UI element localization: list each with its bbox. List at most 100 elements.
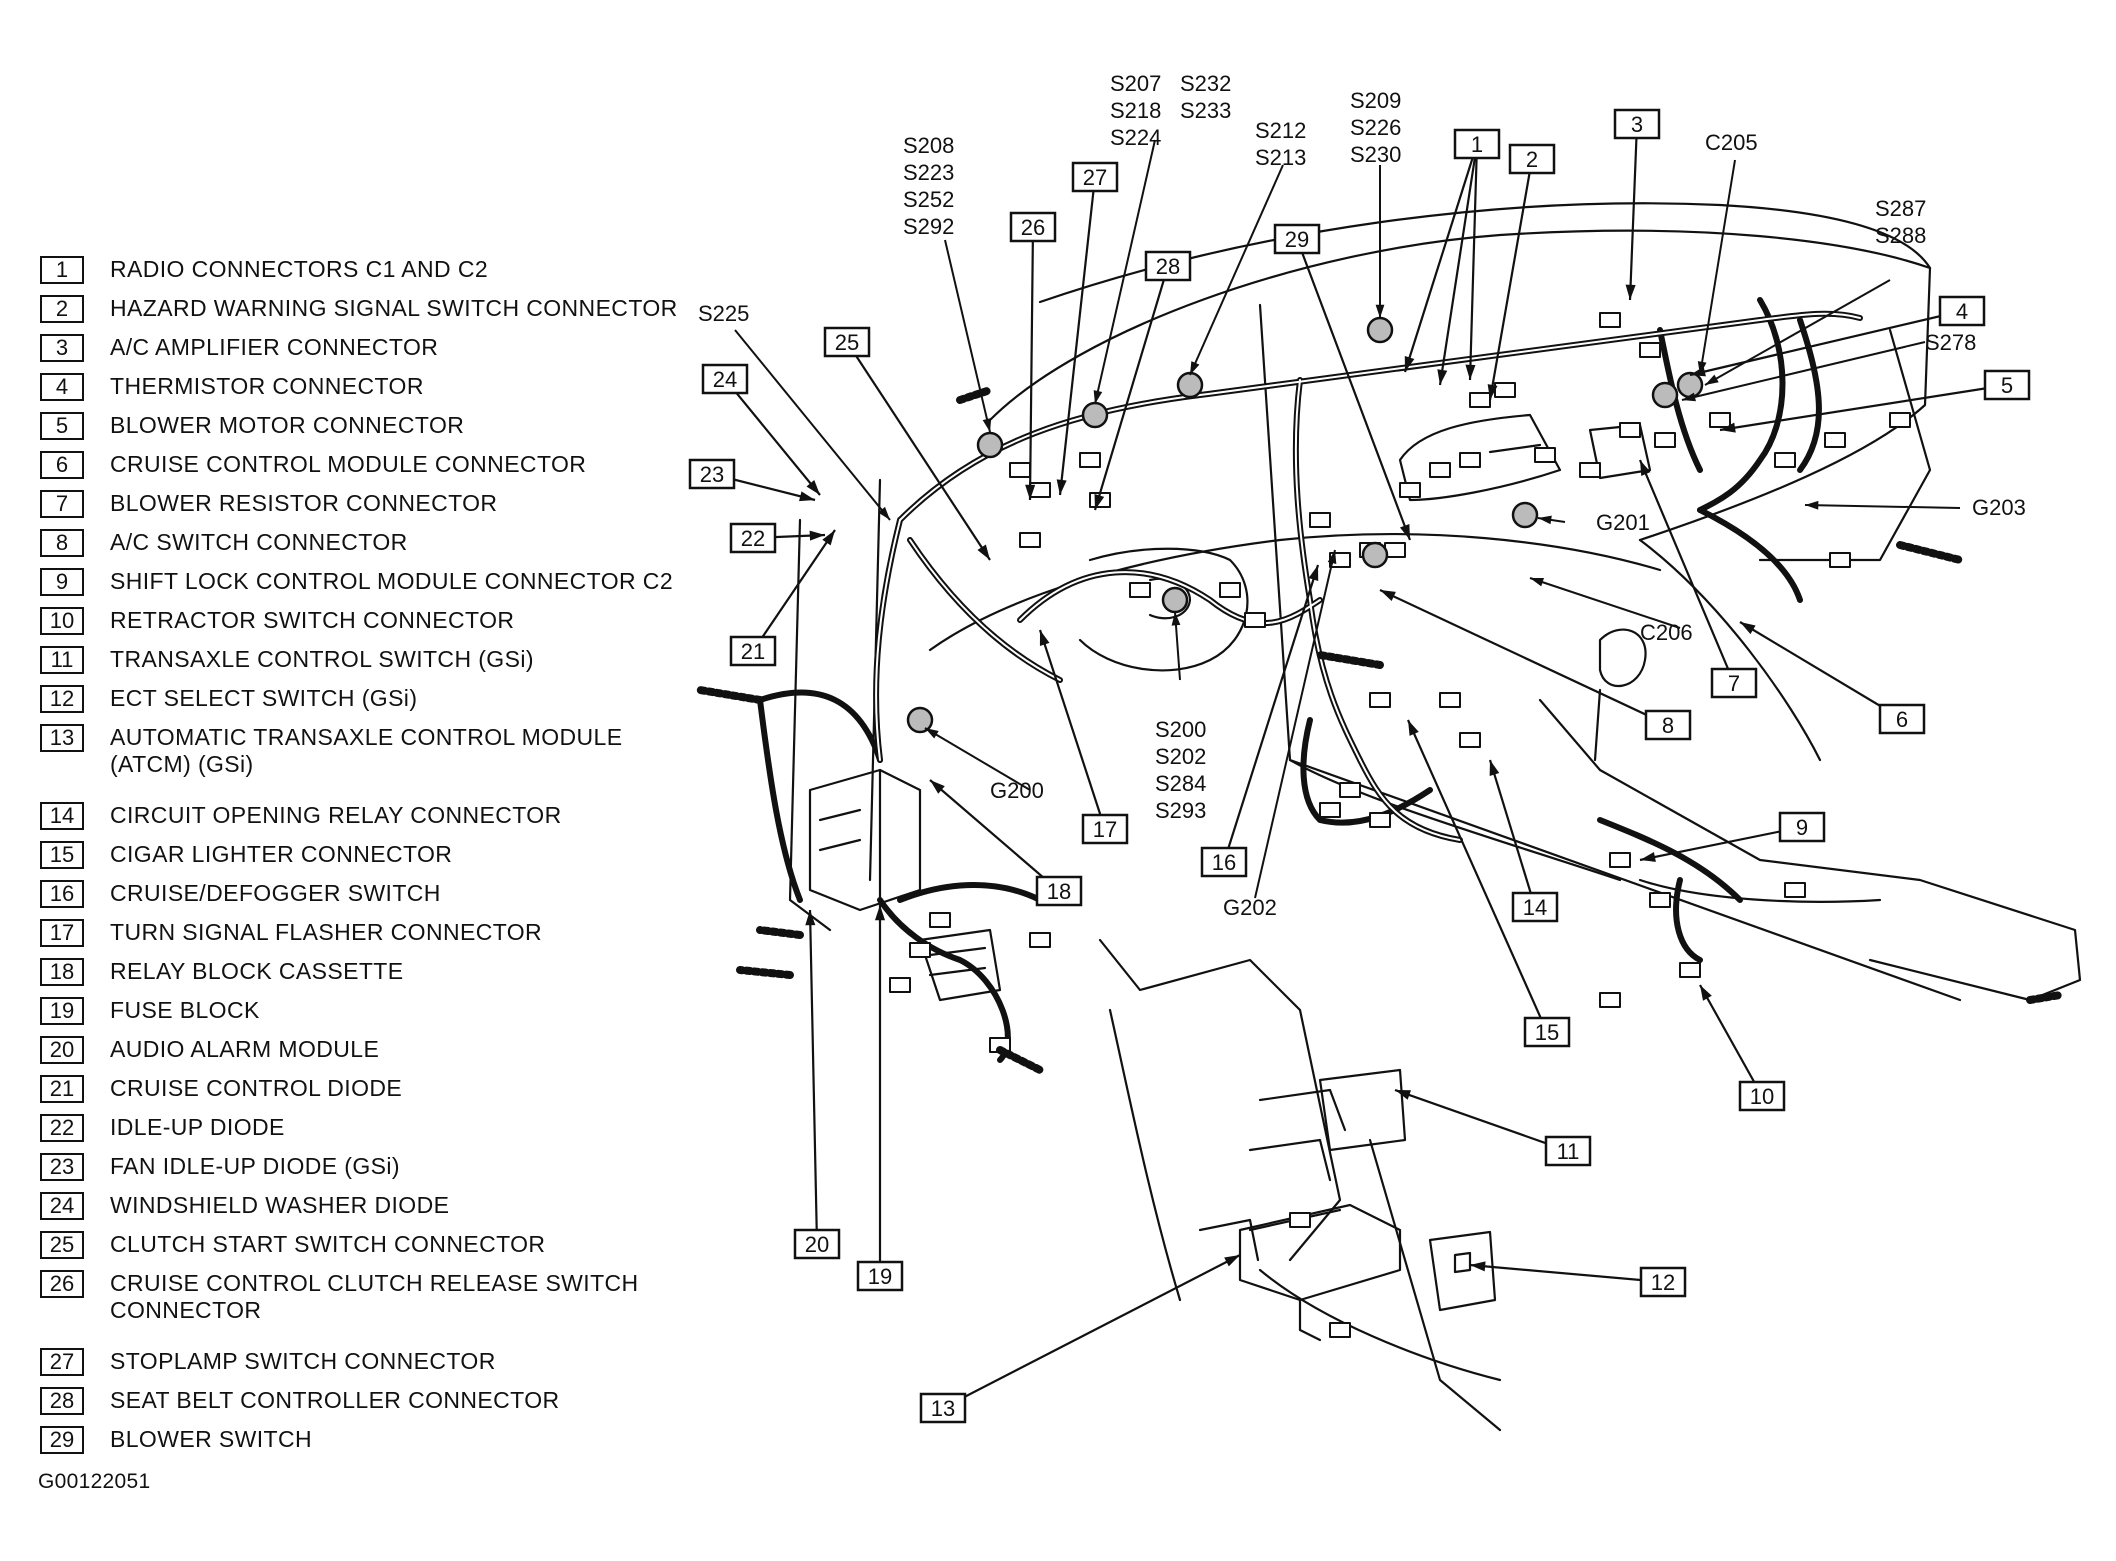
leader-line: [1704, 279, 1891, 386]
legend-number: 22: [40, 1114, 84, 1142]
dash-outline: [1593, 688, 1602, 762]
wire-connector: [1219, 582, 1241, 598]
callout-box: [1983, 369, 2031, 401]
callout-2: 2: [1487, 143, 1556, 401]
leader-line: [846, 341, 991, 561]
callout-number: 28: [1156, 254, 1180, 279]
leader-arrowhead: [1740, 622, 1756, 635]
dash-outline: [1368, 1138, 1502, 1432]
leader-arrowhead: [1437, 369, 1448, 385]
callout-number: 18: [1047, 879, 1071, 904]
leader-line: [942, 1254, 1241, 1409]
dash-outline: [1598, 628, 1647, 688]
dash-outline: [928, 533, 1662, 652]
dash-outline: [1638, 538, 1822, 762]
legend-text: CIGAR LIGHTER CONNECTOR: [110, 841, 453, 867]
callout-3: 3: [1613, 108, 1661, 301]
leader-arrowhead: [1805, 500, 1819, 510]
callout-box: [919, 1392, 967, 1424]
harness-highlight: [899, 312, 1861, 521]
harness-highlight: [1294, 379, 1361, 761]
legend-number: 1: [40, 256, 84, 284]
callout-26: 26: [1009, 211, 1057, 501]
callout-4: 4: [1689, 295, 1986, 377]
leader-line: [808, 909, 819, 1245]
callout-box: [1453, 128, 1501, 160]
callout-number: 1: [1471, 132, 1483, 157]
leader-arrowhead: [1399, 524, 1410, 540]
legend-number: 13: [40, 724, 84, 752]
leader-line: [1038, 629, 1107, 830]
legend-number: 11: [40, 646, 84, 674]
wire-connector: [1579, 462, 1601, 478]
legend-number: 6: [40, 451, 84, 479]
wire-harness: [757, 689, 883, 763]
callout-box: [729, 522, 777, 554]
wire-connector: [1709, 412, 1731, 428]
legend-text: SHIFT LOCK CONTROL MODULE CONNECTOR C2: [110, 568, 674, 594]
label-leader: [1704, 279, 1891, 386]
wire-connector: [1784, 882, 1806, 898]
splice-dot: [906, 706, 934, 734]
legend-text: ECT SELECT SWITCH (GSi): [110, 685, 418, 711]
g202-label: G202: [1223, 895, 1277, 920]
callout-29: 29: [1273, 223, 1412, 541]
leader-line: [752, 529, 836, 652]
wire-connector: [1439, 692, 1461, 708]
c205-label: C205: [1705, 130, 1758, 155]
s287-label-line: S288: [1875, 223, 1926, 248]
legend-text: TURN SIGNAL FLASHER CONNECTOR: [110, 919, 543, 945]
wire-connector: [1079, 452, 1101, 468]
callout-13: 13: [919, 1254, 1241, 1424]
legend-text: A/C SWITCH CONNECTOR: [110, 529, 408, 555]
label-leader: [924, 727, 1031, 791]
legend-text: AUTOMATIC TRANSAXLE CONTROL MODULE (ATCM…: [110, 724, 623, 777]
callout-box: [1738, 1080, 1786, 1112]
s208-label-line: S252: [903, 187, 954, 212]
leader-line: [734, 329, 891, 521]
wire-connector: [1369, 692, 1391, 708]
s278-label: S278: [1925, 330, 1976, 355]
wire-harness: [1673, 877, 1703, 963]
harness-end: [2026, 991, 2064, 1004]
dash-outline: [988, 229, 1932, 542]
callout-21: 21: [729, 529, 836, 667]
dash-outline: [1288, 758, 1622, 882]
dash-outline: [1298, 1298, 1322, 1342]
callout-box: [1009, 211, 1057, 243]
leader-line: [1254, 549, 1336, 899]
leader-line: [1739, 621, 1903, 720]
g203-label: G203: [1972, 495, 2026, 520]
leader-arrowhead: [1308, 565, 1319, 581]
legend-number: 29: [40, 1426, 84, 1454]
callout-box: [1938, 295, 1986, 327]
legend-number: 4: [40, 373, 84, 401]
legend-text: SEAT BELT CONTROLLER CONNECTOR: [110, 1387, 560, 1413]
leader-line: [724, 378, 821, 496]
dash-outline: [1398, 413, 1562, 502]
wire-connector: [1824, 432, 1846, 448]
label-leader: [734, 329, 891, 521]
legend-number: 21: [40, 1075, 84, 1103]
leader-arrowhead: [930, 780, 945, 794]
callout-number: 14: [1523, 895, 1547, 920]
callout-number: 22: [741, 526, 765, 551]
wire-connector: [909, 942, 931, 958]
callout-number: 25: [835, 330, 859, 355]
legend-text: BLOWER MOTOR CONNECTOR: [110, 412, 465, 438]
callout-number: 7: [1728, 671, 1740, 696]
s225-label: S225: [698, 301, 749, 326]
callout-number: 15: [1535, 1020, 1559, 1045]
legend-number: 15: [40, 841, 84, 869]
leader-arrowhead: [878, 506, 890, 520]
wire-connector: [1019, 532, 1041, 548]
splice-dot: [1651, 381, 1679, 409]
leader-arrowhead: [809, 530, 825, 541]
label-leader: [1529, 577, 1681, 629]
dash-outline: [788, 518, 832, 932]
